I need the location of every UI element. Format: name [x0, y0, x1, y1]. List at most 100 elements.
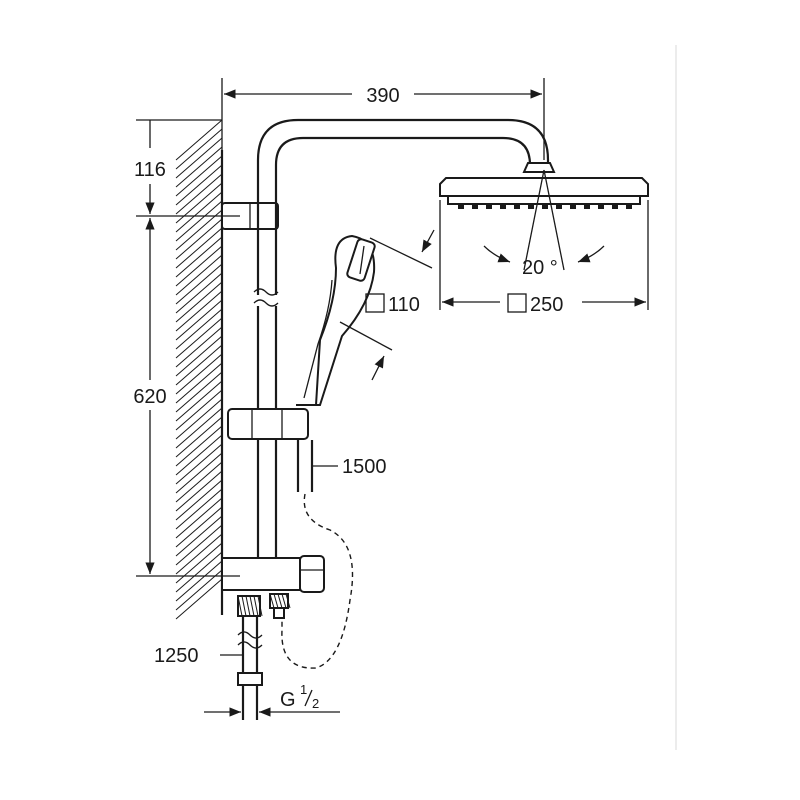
hatch-line — [175, 398, 223, 440]
thread-denominator: 2 — [312, 696, 319, 711]
supply-connectors — [237, 593, 291, 619]
hatch-line — [175, 344, 223, 386]
dimension-thread: G 1 2 — [204, 682, 340, 717]
dimension-620-label: 620 — [133, 386, 166, 408]
hatch-line — [175, 146, 223, 188]
hatch-line — [175, 362, 223, 404]
hatch-line — [175, 470, 223, 512]
hatch-line — [175, 335, 223, 377]
hatch-line — [175, 533, 223, 575]
hatch-line — [175, 227, 223, 269]
dimension-620: 620 — [133, 218, 240, 577]
dimension-116: 116 — [134, 119, 240, 217]
hatch-line — [175, 281, 223, 323]
hatch-line — [175, 137, 223, 179]
hatch-line — [175, 524, 223, 566]
knurl-line — [269, 593, 275, 609]
hatch-line — [175, 236, 223, 278]
hatch-line — [175, 497, 223, 539]
hatch-line — [175, 452, 223, 494]
hatch-line — [175, 299, 223, 341]
hatch-line — [175, 200, 223, 242]
nozzle — [598, 205, 604, 209]
overhead-nozzles — [458, 205, 632, 209]
bottom-outlet-bracket — [221, 555, 325, 593]
knurl-line — [241, 595, 247, 617]
nozzle — [514, 205, 520, 209]
nozzle — [486, 205, 492, 209]
square-size-icon — [507, 293, 527, 313]
hatch-line — [175, 506, 223, 548]
nozzle — [570, 205, 576, 209]
overhead-shower-arm — [256, 118, 556, 196]
hatch-line — [175, 173, 223, 215]
hatch-line — [175, 371, 223, 413]
dimension-1500: 1500 — [312, 456, 387, 478]
nozzle — [528, 205, 534, 209]
knurl-line — [245, 595, 251, 617]
hatch-line — [175, 569, 223, 611]
hatch-line — [175, 254, 223, 296]
hatch-line — [175, 353, 223, 395]
dimension-1250: 1250 — [154, 645, 243, 667]
hatch-line — [175, 290, 223, 332]
square-size-icon — [365, 293, 385, 313]
dimension-110-label: 110 — [388, 294, 420, 316]
hatch-line — [175, 128, 223, 170]
nozzle — [584, 205, 590, 209]
nozzle — [472, 205, 478, 209]
knurl-line — [277, 593, 283, 609]
hatch-line — [175, 389, 223, 431]
overhead-shower-head — [439, 177, 649, 209]
dimension-110: 110 — [339, 229, 435, 381]
hatch-line — [175, 155, 223, 197]
hatch-line — [175, 263, 223, 305]
nozzle — [458, 205, 464, 209]
dimension-1250-label: 1250 — [154, 645, 199, 667]
supply-hose — [237, 616, 263, 720]
dimension-116-label: 116 — [134, 159, 166, 181]
hand-shower-holder — [227, 408, 309, 440]
spray-angle-label: 20 ° — [522, 257, 558, 279]
hatch-line — [175, 407, 223, 449]
connector-knurling — [237, 593, 291, 617]
nozzle — [542, 205, 548, 209]
hatch-line — [175, 191, 223, 233]
dimension-390: 390 — [221, 78, 545, 160]
thread-numerator: 1 — [300, 682, 307, 697]
dimension-250: 250 — [439, 200, 649, 316]
nozzle — [500, 205, 506, 209]
hatch-line — [175, 182, 223, 224]
hatch-line — [175, 434, 223, 476]
hatch-line — [175, 578, 223, 620]
wall-hatching — [175, 119, 223, 620]
hatch-line — [175, 542, 223, 584]
knurl-line — [257, 595, 263, 617]
hatch-line — [175, 425, 223, 467]
hatch-line — [175, 164, 223, 206]
hand-shower — [296, 234, 376, 406]
knurl-line — [273, 593, 279, 609]
hatch-line — [175, 326, 223, 368]
hatch-line — [175, 317, 223, 359]
hatch-line — [175, 461, 223, 503]
hatch-line — [175, 308, 223, 350]
hatch-line — [175, 479, 223, 521]
hatch-line — [175, 272, 223, 314]
nozzle — [612, 205, 618, 209]
wall — [175, 119, 224, 620]
hatch-line — [175, 218, 223, 260]
hatch-line — [175, 416, 223, 458]
hatch-line — [175, 245, 223, 287]
knurl-line — [281, 593, 287, 609]
nozzle — [556, 205, 562, 209]
thread-label: G — [280, 689, 296, 711]
hatch-line — [175, 551, 223, 593]
dimension-390-label: 390 — [366, 85, 399, 107]
hatch-line — [175, 488, 223, 530]
dimension-250-label: 250 — [530, 294, 563, 316]
hatch-line — [175, 119, 223, 161]
dimension-1500-label: 1500 — [342, 456, 387, 478]
spray-angle-indicator — [483, 169, 605, 271]
